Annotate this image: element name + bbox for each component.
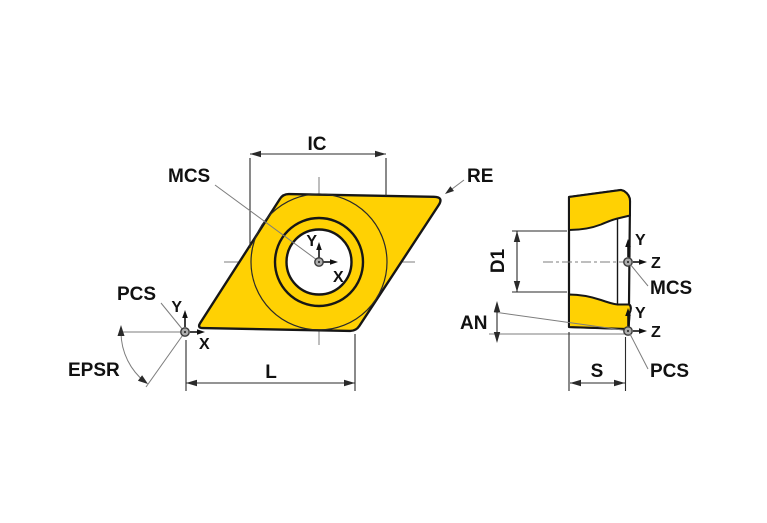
- angle-edge-line: [145, 331, 186, 388]
- marker-center-dot: [317, 260, 321, 264]
- pcs-label-front: PCS: [117, 284, 156, 305]
- arrowhead: [493, 332, 501, 343]
- pcs-y-axis-label: Y: [635, 305, 646, 322]
- hole-countersink-circle: [273, 216, 365, 308]
- mcs-label-front: MCS: [168, 166, 210, 187]
- angle-arc: [120, 331, 147, 384]
- leader-line: [160, 302, 184, 331]
- marker-center-dot: [183, 330, 187, 334]
- arrowhead: [614, 379, 625, 387]
- arrowhead: [625, 308, 631, 316]
- arrowhead: [513, 281, 521, 292]
- pcs-x-axis-label: X: [199, 336, 210, 353]
- l-dimension-label: L: [265, 362, 277, 383]
- s-dimension-label: S: [591, 361, 604, 382]
- ic-dimension: IC: [249, 134, 387, 248]
- epsr-angle: EPSR: [68, 325, 186, 388]
- pcs-z-axis-label: Z: [651, 324, 661, 341]
- arrowhead: [344, 379, 355, 387]
- mcs-z-axis-label: Z: [651, 255, 661, 272]
- arrowhead: [330, 259, 338, 265]
- leader-line: [629, 333, 649, 370]
- side-pcs-axes: Y Z: [623, 305, 661, 341]
- arrowhead: [117, 325, 125, 336]
- arrowhead: [493, 301, 501, 312]
- an-angle: AN: [460, 301, 627, 343]
- ic-dimension-label: IC: [308, 134, 327, 155]
- side-top-flank: [568, 189, 631, 231]
- mcs-y-axis-label: Y: [635, 232, 646, 249]
- front-mcs-axes: Y X: [306, 233, 344, 286]
- arrowhead: [316, 242, 322, 250]
- leader-line: [214, 184, 318, 261]
- arrowhead: [375, 150, 386, 158]
- d1-dimension: D1: [488, 230, 567, 293]
- front-pcs-axes: Y X: [171, 299, 210, 353]
- re-callout: RE: [445, 166, 493, 194]
- arrowhead: [182, 310, 188, 318]
- epsr-label: EPSR: [68, 360, 120, 381]
- marker-center-dot: [626, 260, 630, 264]
- arrowhead: [639, 259, 647, 265]
- pcs-label-side: PCS: [650, 361, 689, 382]
- arrowhead: [625, 239, 631, 247]
- leader-line: [629, 263, 649, 287]
- front-view: IC L EPSR MCS RE: [68, 134, 493, 391]
- mcs-label-side: MCS: [650, 278, 692, 299]
- d1-dimension-label: D1: [488, 248, 509, 273]
- an-label: AN: [460, 313, 487, 334]
- arrowhead: [197, 329, 205, 335]
- inscribed-circle: [250, 193, 388, 331]
- arrowhead: [186, 379, 197, 387]
- l-dimension: L: [185, 334, 356, 391]
- s-dimension: S: [568, 332, 627, 391]
- side-bottom-flank: [568, 293, 632, 330]
- arrowhead: [445, 186, 454, 194]
- front-mcs-callout: MCS: [168, 166, 318, 261]
- re-label: RE: [467, 166, 493, 187]
- front-pcs-callout: PCS: [117, 284, 184, 331]
- arrowhead: [137, 375, 148, 384]
- side-pcs-callout: PCS: [629, 333, 689, 382]
- marker-center-dot: [626, 329, 630, 333]
- arrowhead: [639, 328, 647, 334]
- mcs-y-axis-label: Y: [306, 233, 317, 250]
- side-view: D1 AN S Y Z: [460, 188, 692, 391]
- side-mcs-callout: MCS: [629, 263, 692, 299]
- arrowhead: [570, 379, 581, 387]
- arrowhead: [513, 231, 521, 242]
- mcs-x-axis-label: X: [333, 269, 344, 286]
- arrowhead: [250, 150, 261, 158]
- pcs-y-axis-label: Y: [171, 299, 182, 316]
- angle-flank-line: [493, 311, 627, 331]
